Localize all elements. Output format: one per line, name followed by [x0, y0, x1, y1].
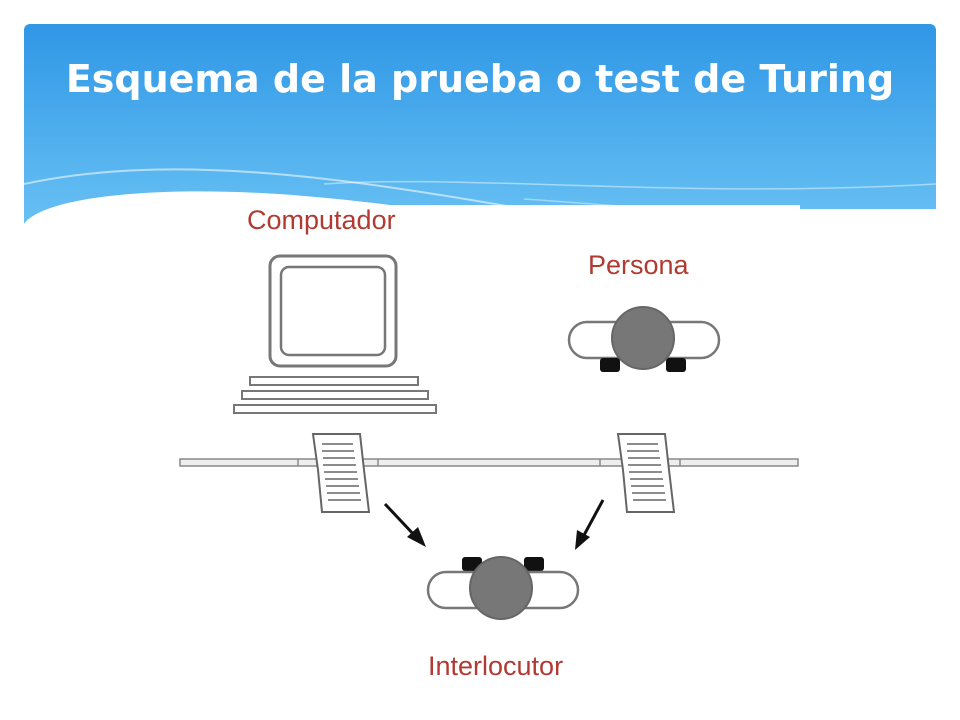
dividing-wall	[179, 458, 799, 467]
arrow-right	[575, 499, 605, 550]
computer-tray-1	[249, 376, 419, 386]
computer-illustration	[233, 254, 437, 414]
interlocutor-illustration	[426, 556, 580, 620]
person-foot-left	[600, 358, 620, 372]
interlocutor-foot-right	[524, 557, 544, 571]
computer-screen	[279, 265, 387, 357]
person-illustration	[567, 306, 721, 372]
computer-tray-3	[233, 404, 437, 414]
interlocutor-head	[469, 556, 533, 620]
interlocutor-label: Interlocutor	[428, 651, 564, 681]
slide-title: Esquema de la prueba o test de Turing	[65, 57, 895, 101]
person-foot-right	[666, 358, 686, 372]
paper-message-right	[616, 433, 676, 513]
computer-label: Computador	[247, 205, 396, 235]
person-head	[611, 306, 675, 370]
arrow-left	[383, 502, 426, 547]
person-label: Persona	[588, 250, 689, 280]
turing-test-diagram	[178, 205, 800, 695]
computer-tray-2	[241, 390, 429, 400]
paper-message-left	[311, 433, 371, 513]
